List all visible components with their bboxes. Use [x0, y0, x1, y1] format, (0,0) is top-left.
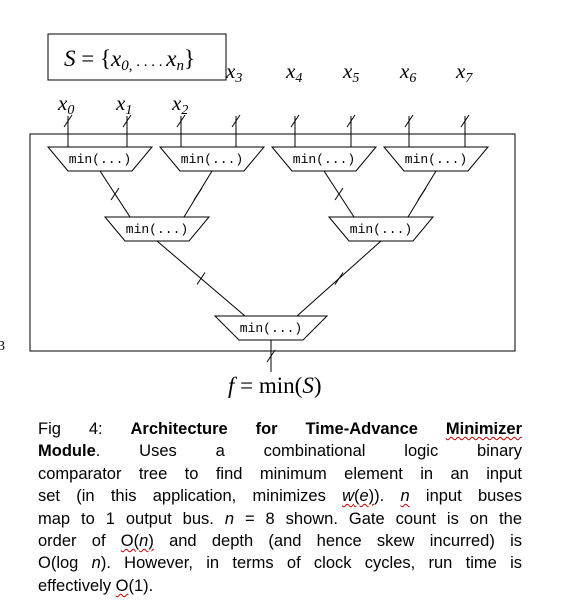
min-gate-6	[327, 216, 435, 242]
caption-line-3: comparator tree to find minimum element …	[38, 464, 522, 483]
gates: min(...) min(...) min(...) min(...) min(...)…	[46, 146, 490, 341]
gate-label: min(...)	[69, 152, 131, 167]
bus-slash	[404, 114, 414, 128]
bus-slash	[63, 114, 73, 128]
caption-line-7: O(log n). However, in terms of clock cyc…	[38, 554, 522, 573]
min-gate-7	[213, 315, 329, 341]
bus-slash	[290, 114, 300, 128]
caption-line-6: order of O(n) and depth (and hence skew …	[38, 532, 522, 551]
side-mark: 3	[0, 339, 5, 354]
bus-slash	[346, 114, 356, 128]
bus-slash	[334, 272, 344, 285]
gate-label: min(...)	[240, 321, 302, 336]
gate-label: min(...)	[350, 222, 412, 237]
gate-label: min(...)	[126, 222, 188, 237]
input-label-x5: x5	[342, 59, 359, 86]
bus-slash	[122, 114, 132, 128]
module-box	[29, 133, 516, 352]
input-label-x6: x6	[399, 59, 416, 86]
min-gate-1	[46, 146, 154, 172]
input-label-x4: x4	[285, 59, 302, 86]
input-label-x3: x3	[225, 59, 242, 86]
bus-slash	[196, 272, 206, 285]
bus-slash	[266, 349, 276, 363]
bus-slash	[110, 187, 120, 201]
set-label: S = {x0, . . . . xn}	[64, 46, 195, 74]
input-labels: x0 x1 x2 x3 x4 x5 x6 x7	[57, 59, 473, 118]
bus-slash	[231, 114, 241, 128]
bus-slash	[176, 114, 186, 128]
gate-label: min(...)	[405, 152, 467, 167]
caption-line-1: Fig 4: Architecture for Time-Advance Min…	[38, 420, 522, 438]
min-gate-3	[270, 146, 378, 172]
bus-slash	[193, 187, 203, 201]
bus-slash	[334, 187, 344, 201]
input-label-x7: x7	[455, 59, 473, 86]
gate-label: min(...)	[293, 152, 355, 167]
input-label-x1: x1	[115, 91, 132, 118]
figure-caption: Fig 4: Architecture for Time-Advance Min…	[38, 418, 522, 597]
min-gate-2	[158, 146, 266, 172]
gate-label: min(...)	[181, 152, 243, 167]
input-label-x2: x2	[171, 91, 188, 118]
caption-line-8: effectively O(1).	[38, 576, 154, 595]
min-gate-5	[103, 216, 211, 242]
caption-line-5: map to 1 output bus. n = 8 shown. Gate c…	[38, 509, 522, 528]
min-gate-4	[382, 146, 490, 172]
bus-slash	[417, 187, 427, 201]
set-box	[47, 33, 227, 81]
output-label: f = min(S)	[228, 373, 321, 398]
wires	[63, 114, 470, 372]
input-label-x0: x0	[57, 91, 74, 118]
caption-line-2: Module. Uses a combinational logic binar…	[38, 442, 522, 461]
caption-line-4: set (in this application, minimizes w(e)…	[38, 487, 522, 506]
bus-slash	[460, 114, 470, 128]
